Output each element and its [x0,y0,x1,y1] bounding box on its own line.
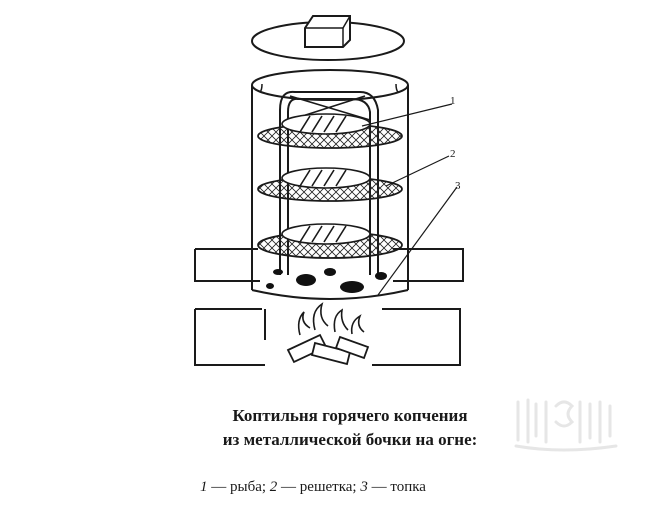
callout-3: 3 [455,180,461,192]
callout-2: 2 [450,148,456,160]
callout-leaders [361,103,458,296]
ground-base [194,248,464,366]
watermark-logo [514,398,618,452]
legend-text-3: — топка [367,479,426,495]
lid-weight [304,15,351,48]
firebox-coals [266,268,387,293]
fire [297,302,365,336]
caption-legend: 1 — рыба; 2 — решетка; 3 — топка [200,479,426,496]
callout-1: 1 [450,95,456,107]
lid [251,15,405,61]
legend-num-2: 2 [269,479,278,495]
legend-num-1: 1 [200,479,208,495]
legend-text-2: — решетка; [277,479,361,495]
caption-title: Коптильня горячего копчения из металличе… [180,404,520,452]
legend-text-1: — рыба; [207,479,270,495]
wire-frame [279,90,379,275]
firewood [286,333,370,366]
caption-title-line2: из металлической бочки на огне: [222,430,478,449]
legend-num-3: 3 [360,479,368,495]
caption-title-line1: Коптильня горячего копчения [232,406,468,425]
